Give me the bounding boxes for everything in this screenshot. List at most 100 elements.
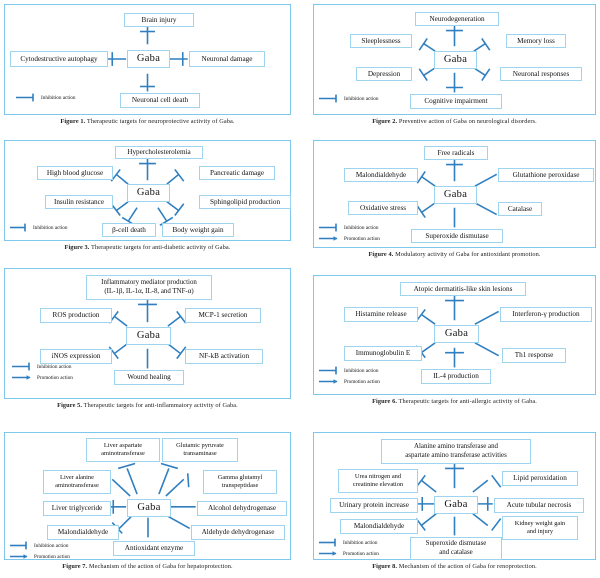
node-urea-nitrogen-creatinine[interactable]: Urea nitrogen and creatinine elevation	[338, 469, 418, 493]
figure-2-caption: Figure 2. Preventive action of Gaba on n…	[313, 118, 596, 126]
legend-row-inhibition: Inhibition action	[10, 223, 67, 232]
node-wound-healing[interactable]: Wound healing	[114, 370, 184, 385]
node-il-4-production[interactable]: IL-4 production	[421, 369, 491, 384]
node-mcp-1-secretion[interactable]: MCP-1 secretion	[185, 308, 261, 323]
node-inflammatory-mediator-production[interactable]: Inflammatory mediator production (IL-1β,…	[86, 275, 212, 300]
legend-row-inhibition: Inhibition action	[319, 223, 380, 232]
legend-label-promotion: Promotion action	[343, 550, 379, 557]
node-high-blood-glucose[interactable]: High blood glucose	[37, 166, 113, 180]
node-acute-tubular-necrosis[interactable]: Acute tubular necrosis	[494, 498, 584, 513]
legend-row-inhibition: Inhibition action	[12, 362, 73, 371]
node-malondialdehyde[interactable]: Malondialdehyde	[344, 168, 418, 182]
node-cognitive-impairment[interactable]: Cognitive impairment	[410, 94, 502, 109]
figure-2-connectors	[418, 25, 491, 93]
node-liver-aspartate-aminotransferase[interactable]: Liver aspartate aminotransferase	[86, 438, 160, 462]
promotion-arrow-icon	[319, 551, 337, 556]
node-histamine-release[interactable]: Histamine release	[344, 307, 418, 322]
node-inos-expression[interactable]: iNOS expression	[40, 349, 112, 364]
node-urinary-protein-increase[interactable]: Urinary protein increase	[330, 498, 418, 513]
node-memory-loss[interactable]: Memory loss	[506, 34, 566, 48]
node-oxidative-stress[interactable]: Oxidative stress	[348, 201, 418, 215]
node-glutamic-pyruvate-transaminase[interactable]: Glutamic pyruvate transaminase	[162, 438, 238, 462]
node-interferon-gamma-production[interactable]: Interferon-γ production	[500, 307, 592, 322]
node-neuronal-damage[interactable]: Neuronal damage	[189, 51, 265, 67]
node-kidney-weight-gain-injury[interactable]: Kidney weight gain and injury	[502, 516, 578, 540]
node-liver-triglyceride[interactable]: Liver triglyceride	[43, 501, 111, 516]
node-insulin-resistance[interactable]: Insulin resistance	[45, 195, 113, 209]
figure-3-block: Hypercholesterolemia High blood glucose …	[4, 140, 291, 252]
node-sleeplessness[interactable]: Sleeplessness	[350, 34, 412, 48]
node-neuronal-cell-death[interactable]: Neuronal cell death	[120, 93, 200, 108]
figure-6-caption-label: Figure 6.	[372, 398, 398, 405]
figure-1-caption-label: Figure 1.	[60, 118, 86, 125]
node-center-gaba[interactable]: Gaba	[434, 186, 477, 204]
figure-1-legend: Inhibition action	[16, 93, 75, 102]
node-superoxide-dismutase[interactable]: Superoxide dismutase	[411, 229, 503, 243]
node-sphingolipid-production[interactable]: Sphingolipid production	[199, 195, 291, 209]
node-cytodestructive-autophagy[interactable]: Cytodestructive autophagy	[10, 51, 108, 67]
node-liver-alanine-aminotransferase[interactable]: Liver alanine aminotransferase	[43, 470, 111, 494]
figure-8-caption-text: Mechanism of the action of Gaba for reno…	[398, 563, 537, 570]
node-neurodegeneration[interactable]: Neurodegeneration	[415, 12, 499, 26]
node-alcohol-dehydrogenase[interactable]: Alcohol dehydrogenase	[197, 501, 287, 516]
node-antioxidant-enzyme[interactable]: Antioxidant enzyme	[113, 541, 195, 556]
inhibition-line-icon	[319, 538, 336, 547]
figure-4-caption-label: Figure 4.	[368, 251, 394, 258]
figure-4-legend: Inhibition action Promotion action	[319, 223, 380, 243]
node-catalase[interactable]: Catalase	[498, 202, 542, 216]
figure-3-legend: Inhibition action	[10, 223, 67, 232]
node-th1-response[interactable]: Th1 response	[502, 348, 566, 363]
figure-2-caption-label: Figure 2.	[372, 118, 398, 125]
legend-label-promotion: Promotion action	[344, 235, 380, 242]
node-center-gaba[interactable]: Gaba	[127, 499, 171, 517]
node-center-gaba[interactable]: Gaba	[434, 51, 477, 69]
legend-row-inhibition: Inhibition action	[319, 366, 380, 375]
figure-5-block: Inflammatory mediator production (IL-1β,…	[4, 268, 291, 410]
node-alanine-aspartate-amino-transferase[interactable]: Alanine amino transferase and aspartate …	[381, 439, 531, 464]
inhibition-line-icon	[10, 223, 26, 232]
node-center-gaba[interactable]: Gaba	[434, 496, 478, 514]
node-lipid-peroxidation[interactable]: Lipid peroxidation	[502, 471, 578, 486]
figure-8-caption-label: Figure 8.	[372, 563, 398, 570]
node-nf-kb-activation[interactable]: NF-kB activation	[185, 349, 263, 364]
node-body-weight-gain[interactable]: Body weight gain	[162, 223, 234, 237]
legend-label-inhibition: Inhibition action	[37, 363, 72, 370]
promotion-arrow-icon	[319, 236, 338, 241]
node-aldehyde-dehydrogenase[interactable]: Aldehyde dehydrogenase	[191, 525, 285, 540]
figure-5-caption-label: Figure 5.	[57, 402, 83, 409]
node-glutathione-peroxidase[interactable]: Glutathione peroxidase	[498, 168, 594, 182]
node-center-gaba[interactable]: Gaba	[127, 50, 170, 68]
figure-1-connectors	[107, 26, 188, 92]
legend-label-promotion: Promotion action	[34, 553, 70, 560]
figure-4-caption: Figure 4. Modulatory activity of Gaba fo…	[313, 251, 596, 259]
figure-1-caption: Figure 1. Therapeutic targets for neurop…	[4, 118, 291, 126]
figure-7-panel: Liver aspartate aminotransferase Glutami…	[4, 432, 291, 560]
node-hypercholesterolemia[interactable]: Hypercholesterolemia	[115, 146, 203, 159]
figure-3-panel: Hypercholesterolemia High blood glucose …	[4, 140, 291, 241]
node-immunoglobulin-e[interactable]: Immunoglobulin E	[344, 346, 422, 361]
legend-label-inhibition: Inhibition action	[344, 224, 379, 231]
node-pancreatic-damage[interactable]: Pancreatic damage	[199, 166, 275, 180]
node-neuronal-responses[interactable]: Neuronal responses	[500, 67, 582, 81]
node-atopic-dermatitis-skin-lesions[interactable]: Atopic dermatitis-like skin lesions	[400, 282, 526, 296]
node-beta-cell-death[interactable]: β-cell death	[102, 223, 156, 237]
node-malondialdehyde[interactable]: Malondialdehyde	[340, 519, 418, 534]
node-ros-production[interactable]: ROS production	[40, 308, 112, 323]
node-center-gaba[interactable]: Gaba	[434, 325, 479, 343]
node-malondialdehyde[interactable]: Malondialdehyde	[47, 525, 119, 540]
figure-1-panel: Brain injury Cytodestructive autophagy G…	[4, 4, 291, 115]
node-superoxide-dismutase-catalase[interactable]: Superoxide dismutase and catalase	[410, 537, 502, 560]
figure-8-panel: Alanine amino transferase and aspartate …	[313, 432, 596, 560]
inhibition-line-icon	[319, 223, 337, 232]
legend-row-inhibition: Inhibition action	[16, 93, 75, 102]
node-gamma-glutamyl-transpeptidase[interactable]: Gamma glutamyl transpeptidase	[203, 470, 277, 494]
node-center-gaba[interactable]: Gaba	[126, 327, 171, 345]
figure-4-block: Free radicals Malondialdehyde Glutathion…	[313, 140, 596, 259]
inhibition-line-icon	[16, 93, 34, 102]
node-center-gaba[interactable]: Gaba	[127, 184, 170, 202]
node-free-radicals[interactable]: Free radicals	[424, 146, 488, 160]
node-depression[interactable]: Depression	[356, 67, 412, 81]
node-brain-injury[interactable]: Brain injury	[124, 13, 194, 27]
promotion-arrow-icon	[10, 554, 28, 559]
